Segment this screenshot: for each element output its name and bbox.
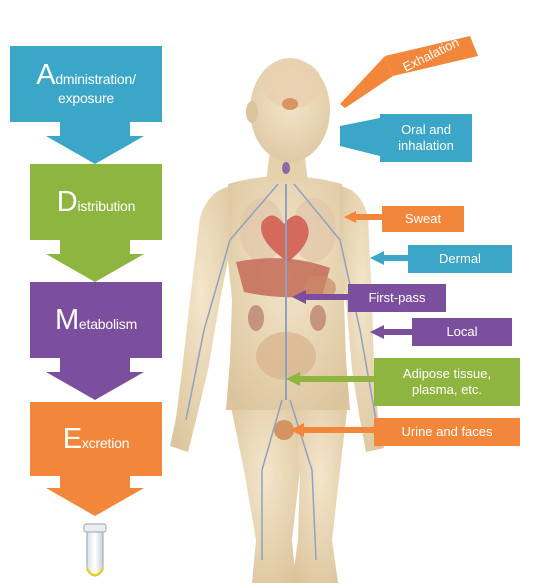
callout-arrow-oral-inhalation bbox=[340, 110, 380, 162]
callout-arrow-exhalation bbox=[385, 36, 478, 76]
stage-box-excretion bbox=[30, 402, 162, 476]
flow-arrow-metabolism bbox=[46, 358, 144, 400]
flow-arrow-distribution bbox=[46, 240, 144, 282]
callout-arrow-dermal bbox=[370, 251, 384, 265]
sample-tube-icon bbox=[84, 524, 106, 576]
stage-box-distribution bbox=[30, 164, 162, 240]
stage-box-metabolism bbox=[30, 282, 162, 358]
flow-arrow-excretion bbox=[46, 476, 144, 516]
flow-arrow-administration bbox=[46, 122, 144, 164]
stage-box-administration bbox=[10, 46, 162, 122]
